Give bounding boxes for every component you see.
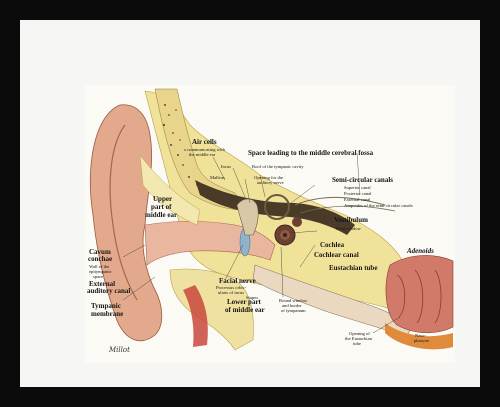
anatomy-plate: Air cells communicating with the middle …: [85, 85, 455, 363]
label-opening-eust1: Opening of: [349, 331, 370, 336]
tympanic-roof: [195, 180, 355, 235]
auditory-nerve: [294, 197, 386, 206]
label-cochlea: Cochlea: [320, 241, 345, 249]
label-adenoids: Adenoids: [407, 247, 434, 255]
label-wall1: Wall of the: [89, 264, 110, 269]
label-opening-auditory1: Opening for the: [254, 175, 284, 180]
label-posterior-canal: Posterior canal: [344, 191, 372, 196]
label-cavum2: conchae: [88, 255, 113, 263]
label-opening-eust2: the Eustachian: [345, 336, 372, 341]
label-space-fossa: Space leading to the middle cerebral fos…: [248, 149, 374, 157]
label-wall3: space: [93, 274, 104, 279]
label-air-cells-sub1: communicating with: [187, 147, 225, 152]
label-opening-auditory2: auditory nerve: [257, 180, 284, 185]
white-mat: Air cells communicating with the middle …: [20, 20, 480, 387]
label-ampoules: Ampoules of the semi-circular canals: [344, 203, 413, 208]
label-upper-part3: middle ear: [145, 211, 178, 219]
upper-middle-ear: [139, 154, 201, 226]
label-malleus: Malleus: [210, 175, 225, 180]
label-eustachian-tube: Eustachian tube: [329, 264, 378, 272]
label-processus1: Processus orbic-: [216, 285, 247, 290]
vestibule: [292, 217, 302, 227]
label-external-auditory1: External: [89, 280, 116, 288]
label-oval-window: Oval window: [336, 226, 361, 231]
label-round-window2: and border: [282, 303, 302, 308]
artist-signature: Millot: [109, 346, 130, 354]
ossicles: [236, 198, 259, 236]
label-air-cells-sub2: the middle ear: [189, 152, 216, 157]
label-incus: Incus: [221, 164, 231, 169]
label-lower-part1: Lower part: [227, 298, 261, 306]
eustachian-tube-shape: [252, 264, 412, 338]
semicircular-canal-loop: [264, 194, 290, 220]
label-opening-eust3: tube: [353, 341, 361, 346]
label-vestibulum: Vestibulum: [334, 216, 368, 224]
label-tympanic1: Tympanic: [91, 302, 121, 310]
label-tympanic2: membrane: [91, 310, 124, 318]
label-upper-part1: Upper: [153, 195, 173, 203]
label-naso2: pharynx: [414, 338, 430, 343]
label-external-canal: External canal: [344, 197, 371, 202]
label-semi-canals: Semi-circular canals: [332, 176, 393, 184]
label-facial-nerve: Facial nerve: [219, 277, 256, 285]
label-naso1: Naso-: [415, 333, 426, 338]
label-round-window3: of tympanum: [281, 308, 306, 313]
label-air-cells: Air cells: [192, 138, 217, 146]
leader-lines: [122, 152, 401, 334]
label-stapes: Stapes: [246, 295, 258, 300]
label-wall2: epitympanic: [89, 269, 112, 274]
lower-red-tissue: [183, 285, 208, 347]
auricle-fold: [109, 124, 138, 301]
ear-anatomy-illustration: [89, 88, 454, 351]
label-lower-part2: of middle ear: [225, 306, 265, 314]
label-cavum1: Cavum: [89, 248, 111, 256]
label-superior-canal: Superior canal: [344, 185, 371, 190]
label-cochlear-canal: Cochlear canal: [314, 251, 359, 259]
label-roof: Roof of the tympanic cavity: [252, 164, 304, 169]
label-upper-part2: part of: [151, 203, 172, 211]
label-round-window1: Round window: [279, 298, 308, 303]
adenoids-shape: [385, 255, 454, 334]
nasopharynx-shape: [385, 323, 453, 350]
label-external-auditory2: auditory canal: [87, 287, 131, 295]
label-processus2: ularis of incus: [218, 290, 245, 295]
